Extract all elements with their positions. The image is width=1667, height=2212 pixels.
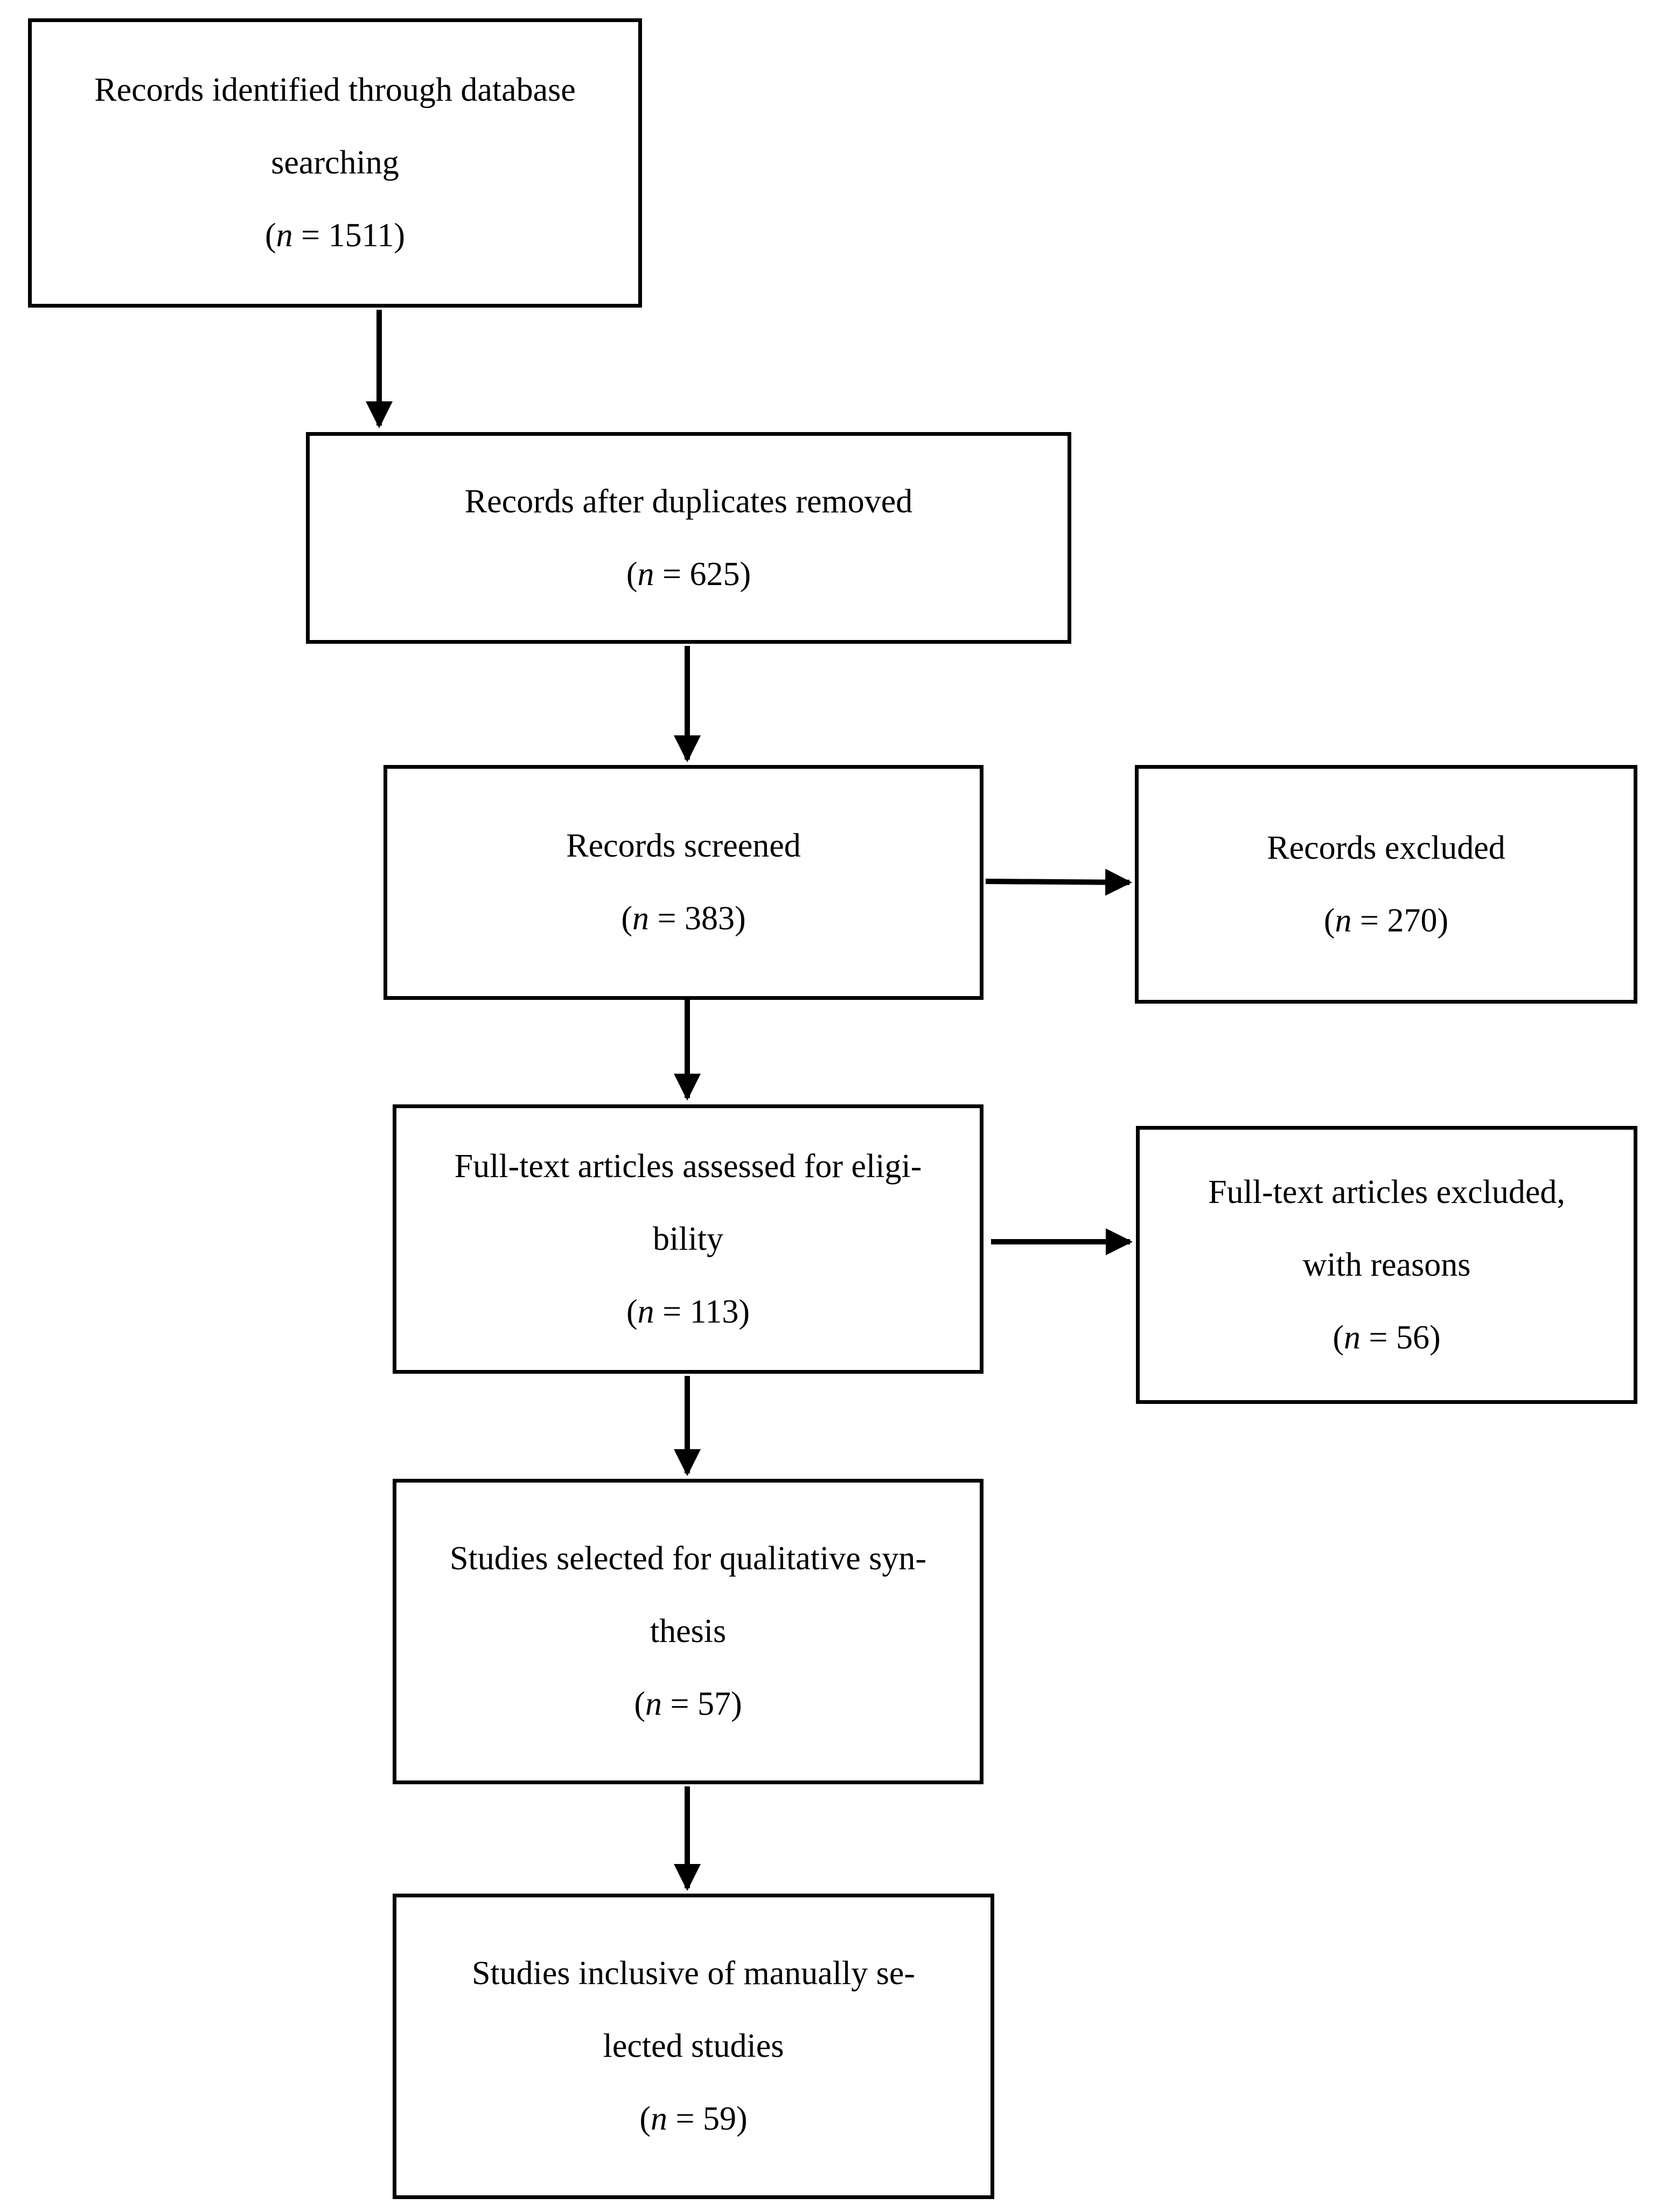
count-value: = 59) [667,2100,748,2137]
box-records-excluded: Records excluded (n = 270) [1135,765,1637,1004]
count-value: = 625) [654,555,751,593]
count-label: (n = 57) [634,1668,742,1741]
n-symbol: n [645,1686,662,1722]
box-studies-inclusive: Studies inclusive of manually se- lected… [393,1894,994,2199]
box-line: with reasons [1302,1246,1471,1283]
box-line: Records identified through database [94,72,576,108]
box-qualitative-synthesis: Studies selected for qualitative syn- th… [393,1479,984,1784]
box-records-deduplicated: Records after duplicates removed (n = 62… [306,432,1071,644]
count-value: = 113) [654,1293,750,1330]
n-symbol: n [1344,1319,1361,1356]
count-value: = 383) [649,900,746,937]
n-symbol: n [1335,902,1352,939]
box-line: lected studies [603,2028,784,2064]
box-line: Records excluded [1267,829,1505,866]
n-symbol: n [632,900,650,937]
box-records-screened: Records screened (n = 383) [383,765,984,1000]
box-line: Records screened [566,827,801,864]
count-label: (n = 1511) [265,199,405,272]
n-symbol: n [651,2100,668,2137]
count-value: = 270) [1351,902,1449,939]
arrow-screened-to-excluded [985,868,1132,896]
box-line: Studies selected for qualitative syn- [450,1540,926,1577]
open-paren: ( [626,555,638,593]
n-symbol: n [637,555,654,593]
count-value: = 56) [1361,1319,1441,1356]
box-line: Full-text articles excluded, [1208,1173,1565,1211]
box-full-text-excluded: Full-text articles excluded, with reason… [1136,1126,1637,1404]
box-line: thesis [650,1613,727,1650]
count-label: (n = 270) [1324,885,1448,957]
box-line: Records after duplicates removed [464,483,913,520]
n-symbol: n [276,217,293,254]
count-label: (n = 383) [621,882,745,955]
box-line: bility [653,1220,723,1257]
open-paren: ( [1323,902,1335,939]
count-label: (n = 113) [626,1276,750,1348]
n-symbol: n [637,1293,654,1330]
box-line: Studies inclusive of manually se- [471,1955,916,1992]
open-paren: ( [621,900,633,937]
open-paren: ( [1333,1319,1344,1356]
box-full-text-assessed: Full-text articles assessed for eligi- b… [393,1104,984,1374]
count-label: (n = 625) [626,538,751,611]
count-value: = 57) [662,1686,742,1722]
open-paren: ( [626,1293,638,1330]
open-paren: ( [265,217,276,254]
count-label: (n = 56) [1333,1302,1440,1374]
count-value: = 1511) [292,217,405,254]
open-paren: ( [639,2100,651,2137]
box-line: searching [271,144,399,181]
open-paren: ( [634,1686,646,1722]
count-label: (n = 59) [639,2083,747,2155]
box-records-identified: Records identified through database sear… [28,18,642,308]
box-line: Full-text articles assessed for eligi- [454,1147,922,1185]
